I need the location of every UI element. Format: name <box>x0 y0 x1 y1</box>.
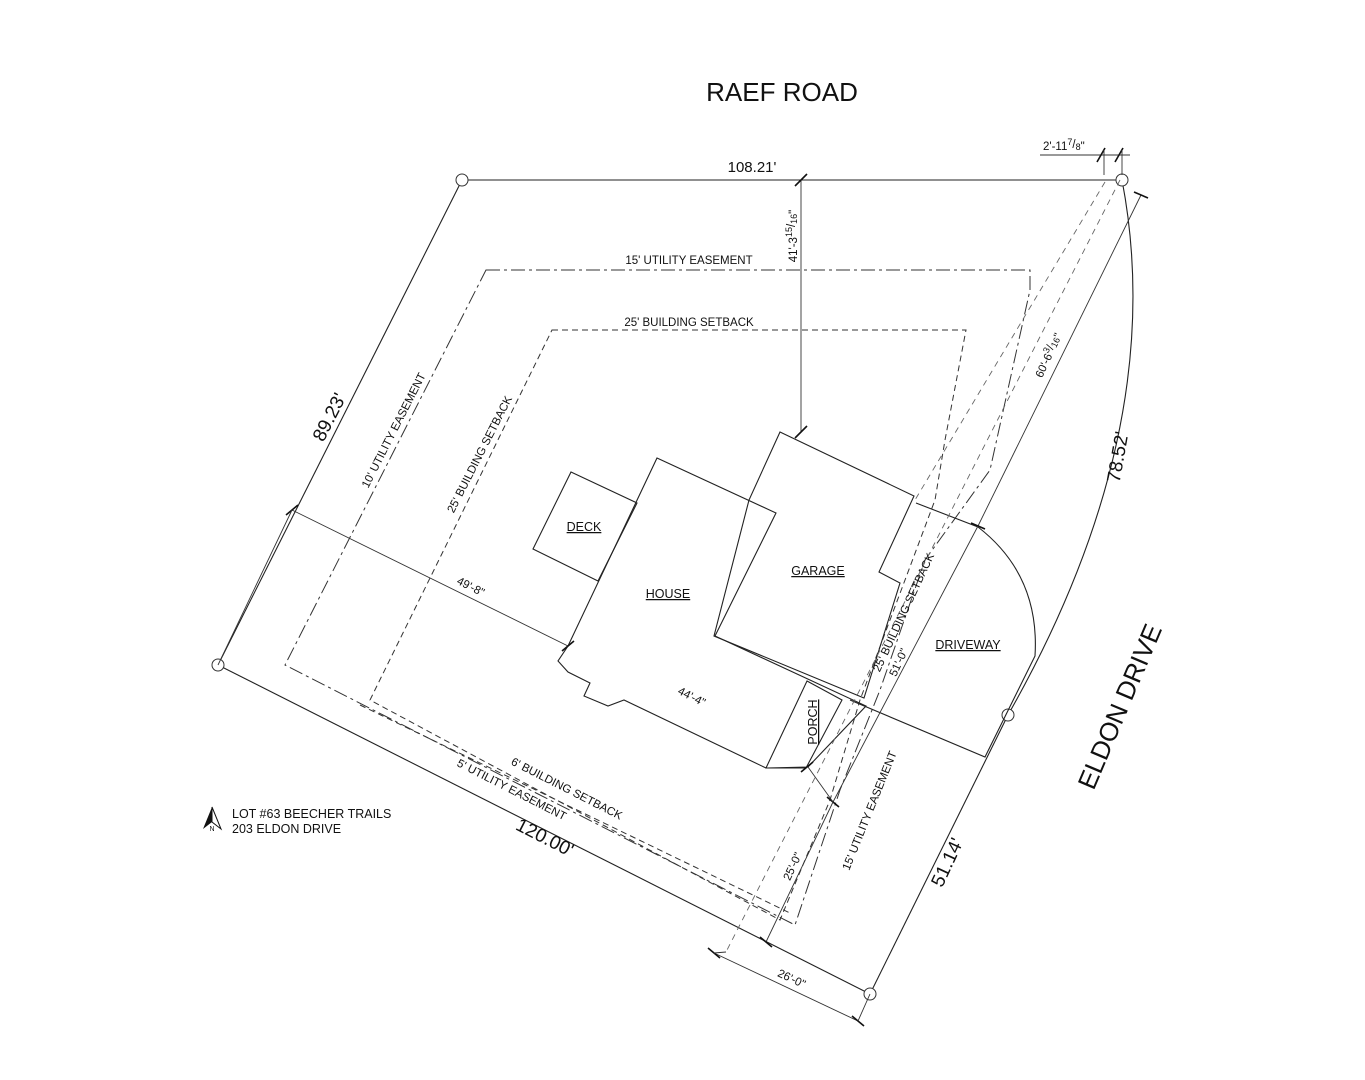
dim-diagonal: 60'-63/16" <box>1030 330 1065 380</box>
label-porch: PORCH <box>806 699 820 744</box>
label-deck: DECK <box>567 520 602 534</box>
dim-east-lower: 51.14' <box>928 835 969 890</box>
street-name-north: RAEF ROAD <box>706 77 858 107</box>
garage-outline <box>713 431 915 699</box>
legend-lot-line: LOT #63 BEECHER TRAILS <box>232 807 391 821</box>
building-setback-line <box>369 329 967 921</box>
dim-corner-offset-unit: " <box>1081 141 1085 153</box>
dim-garage-north-den: 16 <box>789 214 799 224</box>
dim-diagonal-unit: " <box>1052 332 1065 341</box>
svg-text:41'-315/16": 41'-315/16" <box>784 210 800 263</box>
label-north-building-setback: 25' BUILDING SETBACK <box>624 317 754 329</box>
dim-garage-north: 41'-315/16" <box>784 210 800 263</box>
legend-address-line: 203 ELDON DRIVE <box>232 822 341 836</box>
dim-garage-north-unit: " <box>788 210 800 214</box>
label-west-building-setback: 25' BUILDING SETBACK <box>446 394 516 515</box>
dimension-lines <box>217 147 1149 1027</box>
dim-garage-north-num: 15 <box>784 227 794 237</box>
driveway-outline <box>849 502 1036 758</box>
dim-north: 108.21' <box>728 159 777 176</box>
dim-diagonal-slash: / <box>1045 343 1058 352</box>
label-house: HOUSE <box>646 587 690 601</box>
south-setback-line <box>359 704 791 914</box>
dim-garage-north-whole: 41'-3 <box>788 237 800 262</box>
dim-west: 89.23' <box>309 390 351 445</box>
north-arrow-letter: N <box>209 826 214 833</box>
porch-outline <box>765 680 843 769</box>
property-boundary <box>217 179 1134 995</box>
label-west-utility-easement: 10' UTILITY EASEMENT <box>360 371 428 490</box>
label-garage: GARAGE <box>791 564 845 578</box>
dim-diagonal-den: 16 <box>1049 336 1062 349</box>
dim-corner-offset-slash: / <box>1072 139 1076 151</box>
north-arrow-icon <box>203 806 223 831</box>
house-outline <box>557 457 867 769</box>
dim-corner-offset-whole: 2'-11 <box>1043 141 1067 153</box>
label-driveway: DRIVEWAY <box>935 638 1001 652</box>
dim-porch-to-setback: 25'-0" <box>782 851 805 883</box>
dim-east-curve: 78.52' <box>1104 430 1134 484</box>
deck-outline <box>532 471 638 582</box>
dim-bottom-width: 26'-0" <box>775 968 807 991</box>
dim-diagonal-num: 3 <box>1041 346 1052 355</box>
utility-easement-line <box>284 269 1031 926</box>
dim-garage-north-slash: / <box>786 223 798 227</box>
dim-corner-offset: 2'-117/8" <box>1043 137 1085 153</box>
dim-corner-offset-num: 7 <box>1067 137 1072 147</box>
dim-house-front-width: 44'-4" <box>676 685 708 709</box>
dim-house-to-west: 49'-8" <box>455 575 487 599</box>
dim-south: 120.00' <box>512 815 577 862</box>
street-name-east: ELDON DRIVE <box>1071 619 1167 793</box>
label-east-utility-easement: 15' UTILITY EASEMENT <box>841 750 900 872</box>
label-north-utility-easement: 15' UTILITY EASEMENT <box>625 255 752 267</box>
dim-corner-offset-den: 8 <box>1076 142 1081 152</box>
svg-text:60'-63/16": 60'-63/16" <box>1030 330 1065 380</box>
